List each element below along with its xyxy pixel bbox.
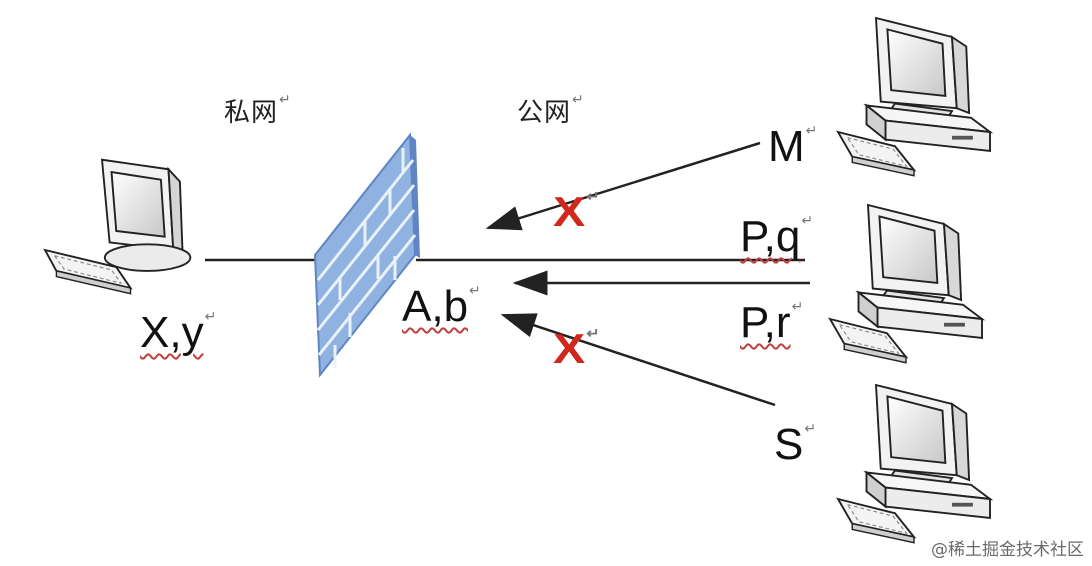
host-pq-label: P,q↵ <box>740 212 814 261</box>
firewall-icon <box>313 132 420 378</box>
host-m-label: M↵ <box>768 122 818 171</box>
computer-pq-icon <box>829 204 983 364</box>
arrow-from-s <box>500 313 776 407</box>
computer-s-icon <box>837 384 991 544</box>
firewall-address-label: A,b↵ <box>402 282 481 331</box>
blocked-mark-s: X↵ <box>552 325 600 372</box>
private-network-label: 私网↵ <box>224 92 292 128</box>
private-computer-icon <box>43 158 192 295</box>
host-pr-label: P,r↵ <box>740 298 804 347</box>
blocked-mark-m: X↵ <box>552 188 600 235</box>
host-s-label: S↵ <box>774 420 817 469</box>
public-network-label: 公网↵ <box>517 92 585 128</box>
inside-host-label: X,y↵ <box>140 308 217 357</box>
arrow-from-m <box>485 141 761 231</box>
computer-m-icon <box>837 17 991 177</box>
watermark-text: @稀土掘金技术社区 <box>931 540 1084 560</box>
